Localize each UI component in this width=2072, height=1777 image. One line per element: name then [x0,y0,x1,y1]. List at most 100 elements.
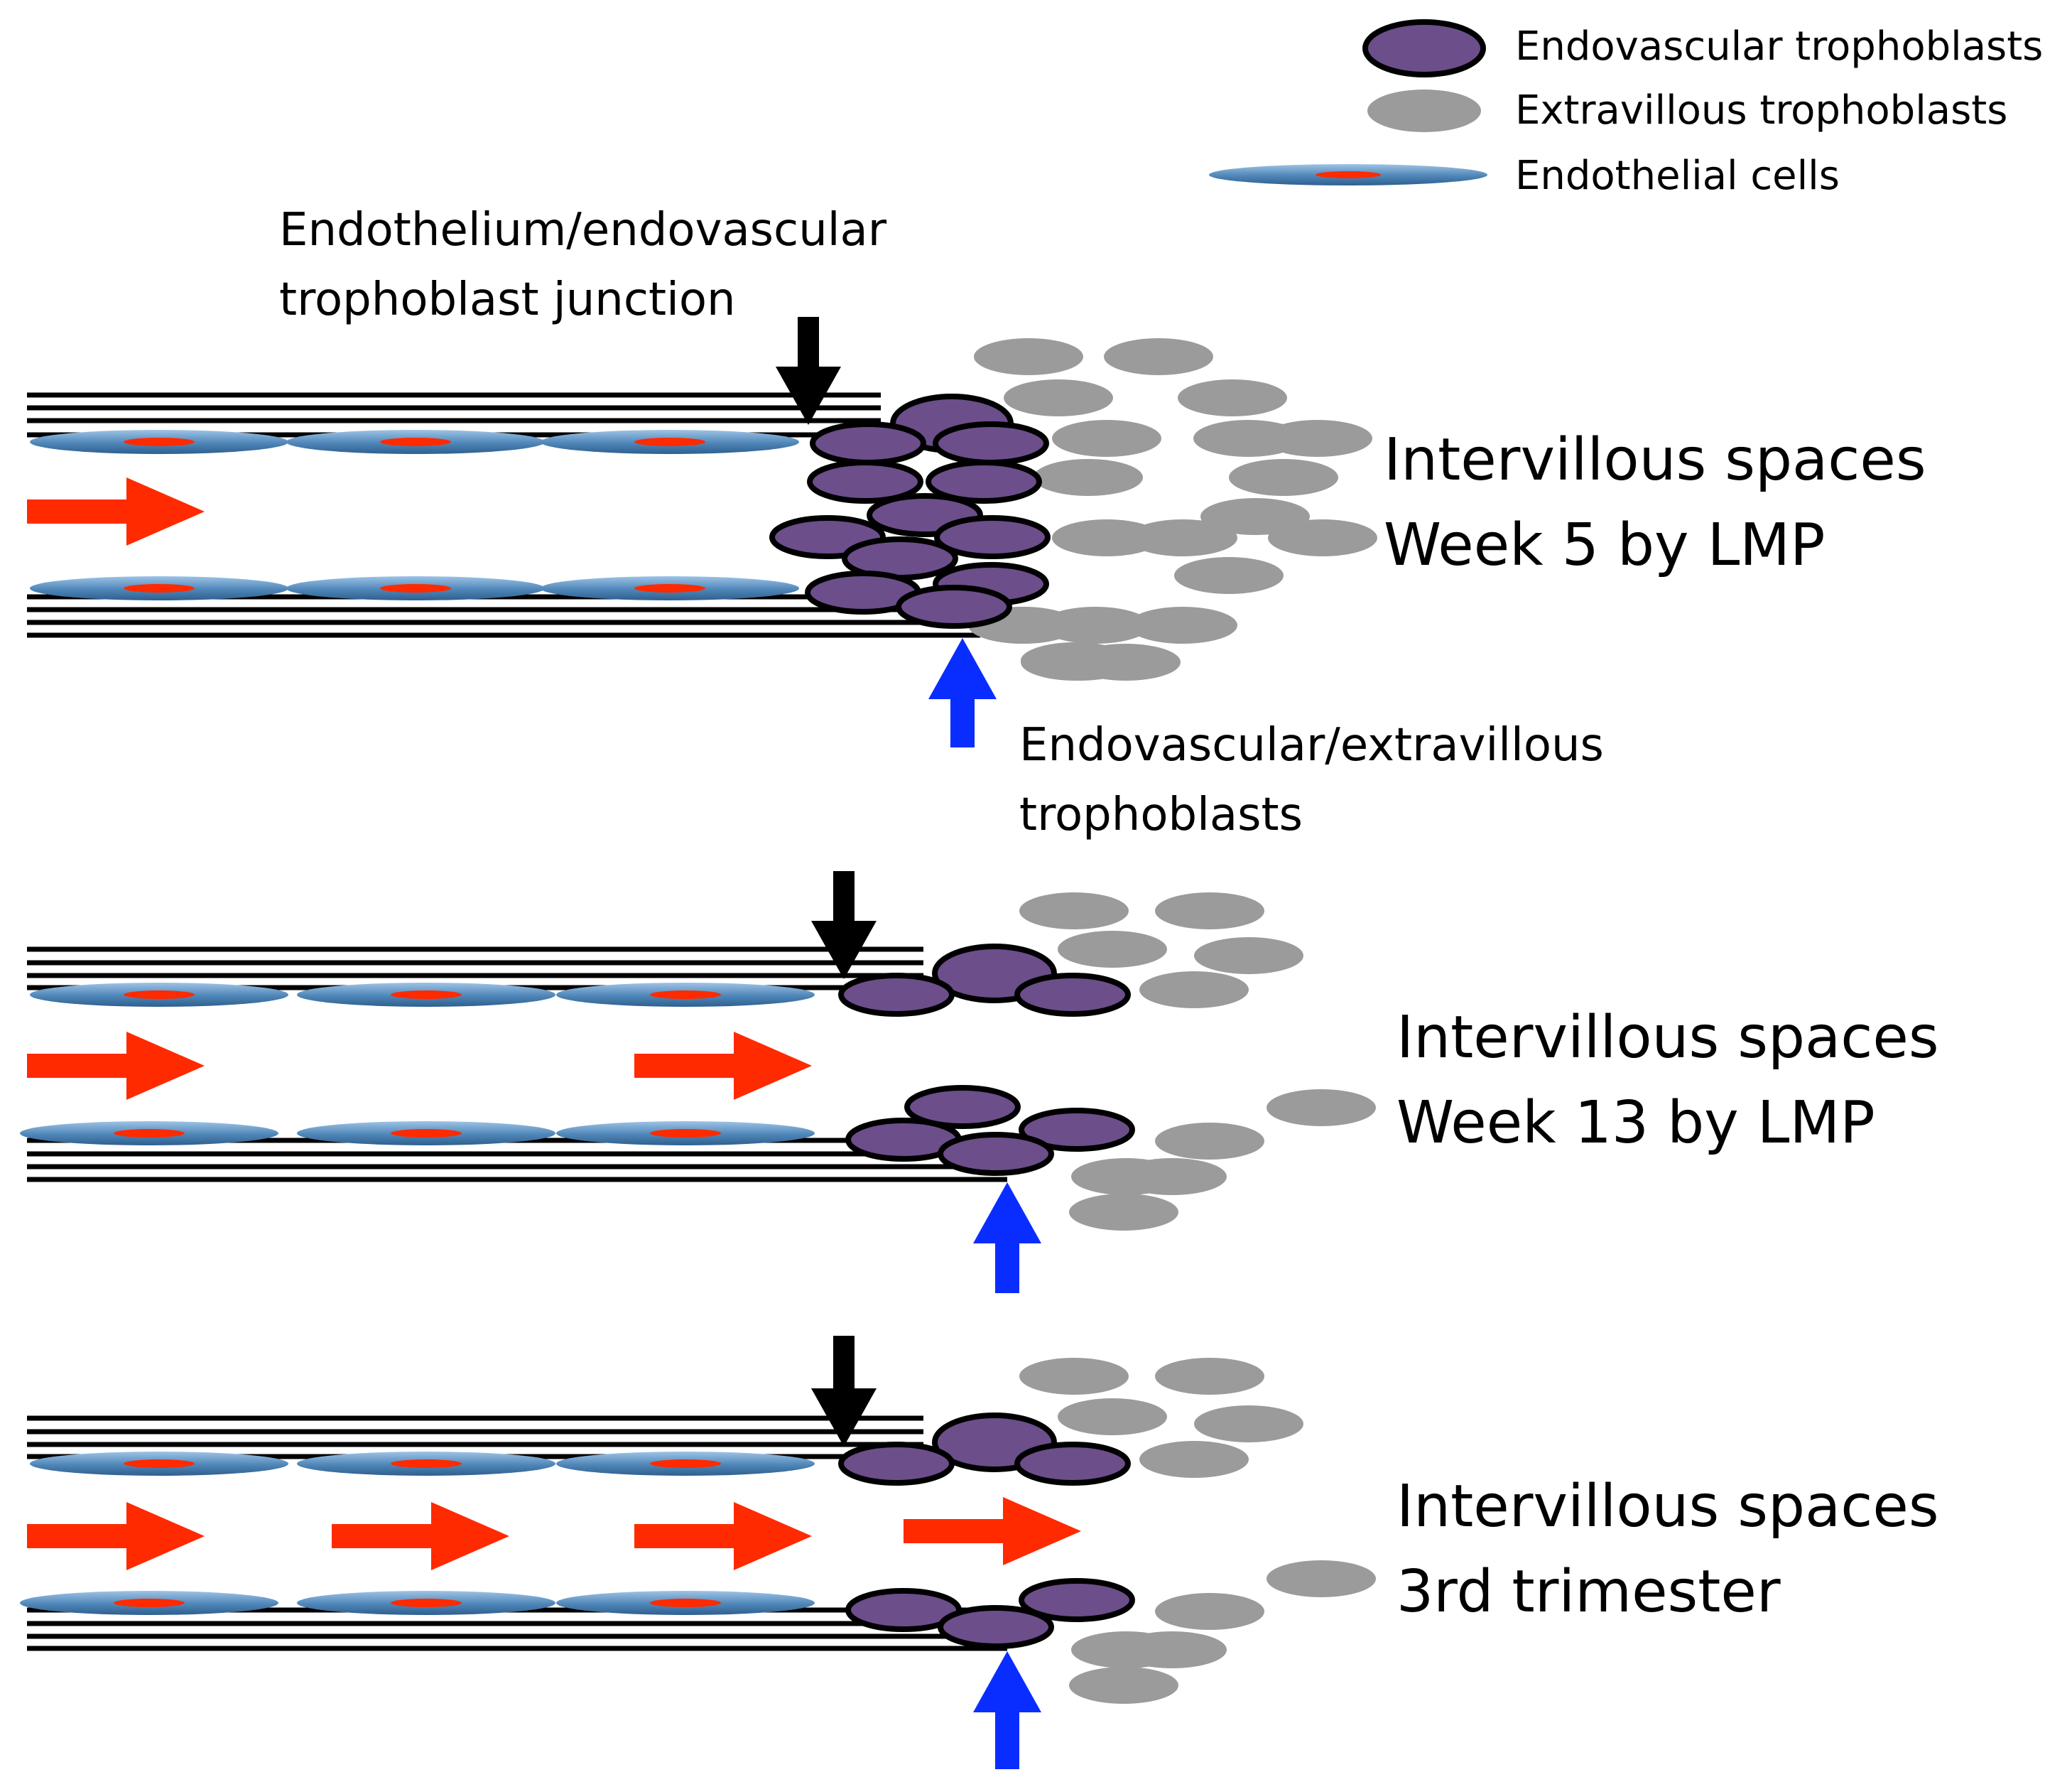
endothelial-cell-nucleus [124,584,195,593]
legend-endothelial-icon [1209,164,1487,185]
endovascular-trophoblast-cell [838,973,955,1017]
endothelial-cell [297,1591,555,1615]
panel-third-trimester-title: Intervillous spaces [1396,1473,1939,1540]
blood-flow-arrow [634,1032,812,1100]
junction-annotation-line1: Endothelium/endovascular [279,204,887,256]
invasion-front-arrow [928,638,997,747]
endothelial-cell [541,576,799,600]
extravillous-trophoblast-cell [1266,1560,1376,1597]
endovascular-trophoblast-cell [1014,973,1131,1017]
panel-week5-subtitle: Week 5 by LMP [1384,512,1826,579]
extravillous-trophoblast-cell [1139,971,1249,1008]
endothelial-cell [541,430,799,454]
extravillous-trophoblast-cell [1069,1194,1178,1231]
extravillous-trophoblast-cell [1155,892,1264,929]
endovascular-trophoblast-cell [1019,1108,1135,1152]
extravillous-trophoblast-cell [1019,892,1129,929]
invasion-front-arrow [973,1651,1041,1769]
endothelial-cell [30,430,288,454]
endothelial-cell-nucleus [124,990,195,999]
endothelial-cell [20,1121,278,1145]
extravillous-trophoblast-cell [1128,519,1237,556]
extravillous-trophoblast-cell [1155,1123,1264,1160]
panel-week5 [27,317,1377,747]
endothelial-cell [556,983,815,1007]
extravillous-trophoblast-cell [1117,1631,1227,1668]
endothelial-cell-nucleus [114,1129,185,1138]
endothelial-cell-nucleus [124,1459,195,1468]
blood-flow-arrow [27,1032,205,1100]
endothelial-cell-nucleus [634,438,705,446]
endovascular-trophoblast-cell [938,1132,1054,1176]
legend-endothelial-label: Endothelial cells [1515,153,1840,199]
endovascular-trophoblast-cell [938,1605,1054,1649]
endothelial-cell [30,1452,288,1476]
endovascular-trophoblast-cell [934,515,1051,559]
endothelial-cell-nucleus [391,1129,462,1138]
endothelial-cell [30,983,288,1007]
junction-annotation-line2: trophoblast junction [279,274,736,326]
endothelial-cell [30,576,288,600]
extravillous-trophoblast-cell [1021,642,1130,679]
endovascular-trophoblast-cell [933,421,1049,465]
blood-flow-arrow [27,477,205,546]
panel-week13-subtitle: Week 13 by LMP [1396,1089,1875,1157]
panel-week13-title: Intervillous spaces [1396,1004,1939,1071]
invasion-annotation-line2: trophoblasts [1019,789,1303,841]
endothelial-cell [556,1452,815,1476]
junction-marker-arrow [811,871,877,979]
legend: Endovascular trophoblasts Extravillous t… [1209,19,2043,199]
endothelial-cell-nucleus [391,1599,462,1607]
panel-third-trimester [20,1336,1376,1769]
endothelial-cell [286,576,545,600]
endothelial-cell [297,983,555,1007]
legend-endovascular-label: Endovascular trophoblasts [1515,23,2043,70]
extravillous-trophoblast-cell [1058,1398,1167,1435]
blood-flow-arrow [904,1497,1081,1565]
endothelial-cell [556,1121,815,1145]
extravillous-trophoblast-cell [1263,420,1372,457]
blood-flow-arrow [332,1502,509,1570]
extravillous-trophoblast-cell [1139,1441,1249,1478]
endothelial-cell [20,1591,278,1615]
endothelial-cell-nucleus [380,438,451,446]
junction-marker-arrow [776,317,841,425]
endovascular-trophoblast-cell [926,460,1042,504]
extravillous-trophoblast-cell [1266,1089,1376,1126]
legend-extravillous-icon [1367,90,1481,132]
endothelial-cell-nucleus [391,1459,462,1468]
invasion-front-arrow [973,1182,1041,1293]
extravillous-trophoblast-cell [1117,1158,1227,1195]
blood-flow-arrow [634,1502,812,1570]
extravillous-trophoblast-cell [1004,379,1113,416]
extravillous-trophoblast-cell [1229,459,1338,496]
legend-endovascular-icon [1362,19,1486,77]
endovascular-trophoblast-cell [810,421,926,465]
extravillous-trophoblast-cell [1178,379,1287,416]
endothelial-cell-nucleus [391,990,462,999]
extravillous-trophoblast-cell [1052,420,1161,457]
panel-third-trimester-subtitle: 3rd trimester [1396,1558,1781,1626]
endovascular-trophoblast-cell [807,460,923,504]
endovascular-trophoblast-cell [896,585,1012,629]
extravillous-trophoblast-cell [974,338,1083,375]
extravillous-trophoblast-cell [1155,1358,1264,1395]
endothelial-cell-nucleus [650,1459,721,1468]
legend-extravillous-label: Extravillous trophoblasts [1515,87,2007,134]
extravillous-trophoblast-cell [1155,1593,1264,1630]
extravillous-trophoblast-cell [1058,931,1167,968]
extravillous-trophoblast-cell [1194,937,1303,974]
panel-week5-title: Intervillous spaces [1384,426,1926,494]
blood-flow-arrow [27,1502,205,1570]
endovascular-trophoblast-cell [838,1442,955,1486]
extravillous-trophoblast-cell [1052,519,1161,556]
endovascular-trophoblast-cell [1019,1578,1135,1622]
endothelial-cell-nucleus [114,1599,185,1607]
endovascular-trophoblast-cell [904,1085,1021,1129]
extravillous-trophoblast-cell [1268,519,1377,556]
endothelial-cell [556,1591,815,1615]
extravillous-trophoblast-cell [1128,607,1237,644]
junction-marker-arrow [811,1336,877,1447]
extravillous-trophoblast-cell [1104,338,1213,375]
endothelial-cell-nucleus [634,584,705,593]
